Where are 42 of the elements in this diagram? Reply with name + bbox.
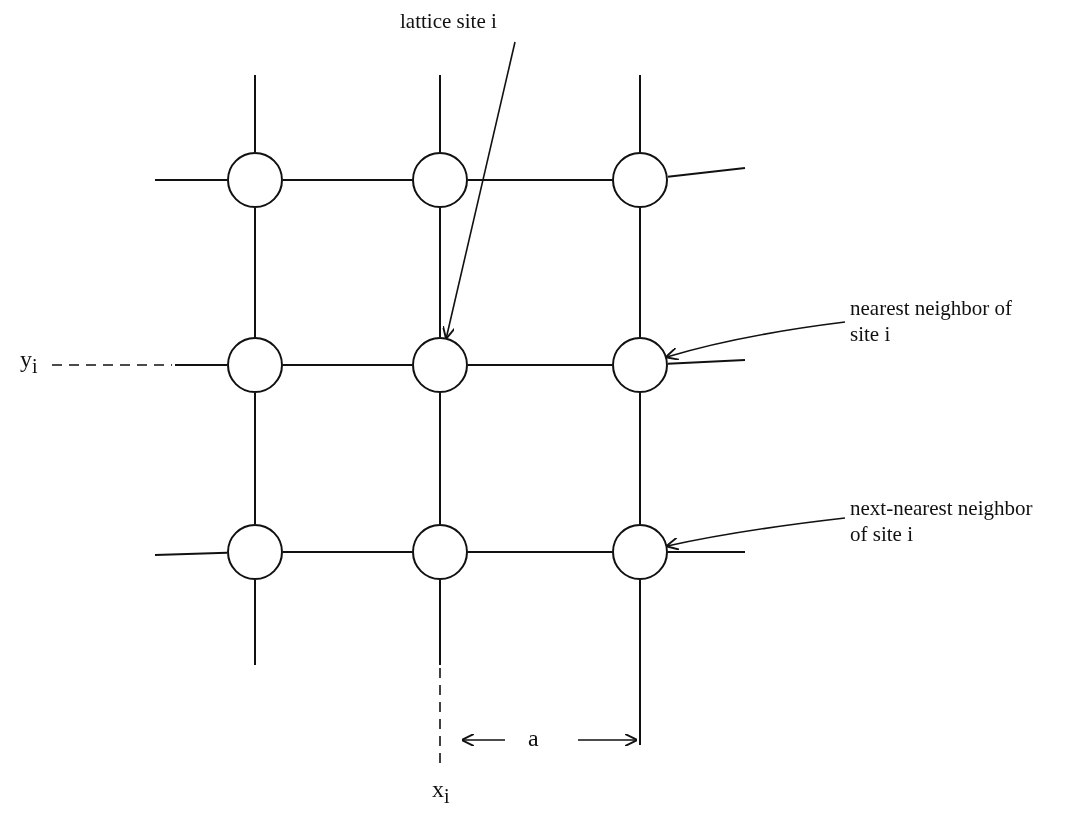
lattice-bond (154, 551, 228, 556)
lattice-bond (667, 551, 746, 553)
lattice-site-circle (612, 524, 668, 580)
lattice-bond (639, 74, 641, 153)
lattice-bond (666, 167, 746, 178)
lattice-bond (254, 207, 256, 338)
leader-line (441, 41, 516, 340)
lattice-bond (254, 579, 256, 666)
lattice-bond (282, 364, 413, 366)
lattice-bond (639, 579, 641, 746)
lattice-bond (467, 179, 613, 181)
lattice-site-circle (227, 337, 283, 393)
lattice-bond (154, 179, 228, 181)
lattice-bond (254, 74, 256, 153)
lattice-bond (282, 179, 413, 181)
lattice-bond (639, 392, 641, 525)
coordinate-label: x$_{i}$ (432, 776, 450, 809)
lattice-bond (666, 359, 746, 365)
lattice-bond (467, 551, 613, 553)
lattice-site-circle (412, 337, 468, 393)
lattice-bond (439, 207, 441, 338)
lattice-bond (174, 364, 228, 366)
leader-line (665, 517, 846, 551)
lattice-site-circle (227, 152, 283, 208)
lattice-bond (439, 579, 441, 666)
lattice-site-circle (412, 524, 468, 580)
coordinate-label: y$_{i}$ (20, 346, 38, 379)
lattice-bond (282, 551, 413, 553)
lattice-bond (439, 74, 441, 153)
callout-text: lattice site i (400, 8, 570, 34)
dimension-label: a (528, 725, 539, 751)
lattice-site-circle (227, 524, 283, 580)
lattice-bond (467, 364, 613, 366)
lattice-site-circle (612, 152, 668, 208)
lattice-site-circle (412, 152, 468, 208)
lattice-bond (254, 392, 256, 525)
callout-text: next-nearest neighbor of site i (850, 495, 1035, 547)
callout-text: nearest neighbor of site i (850, 295, 1020, 347)
lattice-bond (439, 392, 441, 525)
leader-line (664, 321, 846, 361)
lattice-bond (639, 207, 641, 338)
lattice-site-circle (612, 337, 668, 393)
